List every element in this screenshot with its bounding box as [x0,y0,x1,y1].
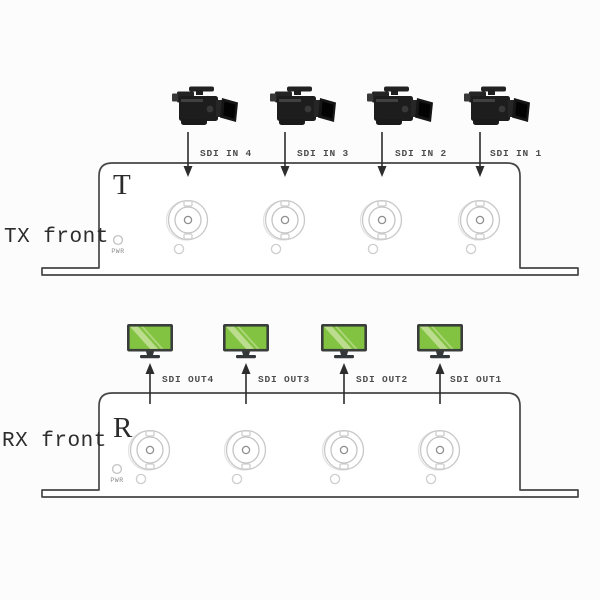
tx-pwr-label: PWR [111,248,125,255]
rx-panel-letter: R [113,412,133,444]
video-camera-icon [270,86,336,125]
sdi-out2-label: SDI OUT2 [356,374,409,385]
power-led-icon [112,234,124,246]
lcd-monitor-icon [127,324,173,359]
rx-side-label: RX front [2,430,107,453]
lcd-monitor-icon [223,324,269,359]
lcd-monitor-icon [321,324,367,359]
video-camera-icon [367,86,433,125]
power-led-icon [111,463,123,475]
sdi-in-4-label: SDI IN 4 [200,148,253,159]
sdi-in-3-label: SDI IN 3 [297,148,350,159]
sdi-in-1-label: SDI IN 1 [490,148,543,159]
tx-side-label: TX front [4,226,109,249]
video-camera-icon [172,86,238,125]
sdi-out4-label: SDI OUT4 [162,374,215,385]
rx-pwr-label: PWR [110,477,124,484]
video-camera-icon [464,86,530,125]
lcd-monitor-icon [417,324,463,359]
sdi-in-2-label: SDI IN 2 [395,148,448,159]
sdi-out1-label: SDI OUT1 [450,374,503,385]
tx-panel-letter: T [113,169,131,201]
sdi-out3-label: SDI OUT3 [258,374,311,385]
rx-chassis-outline [41,392,579,498]
